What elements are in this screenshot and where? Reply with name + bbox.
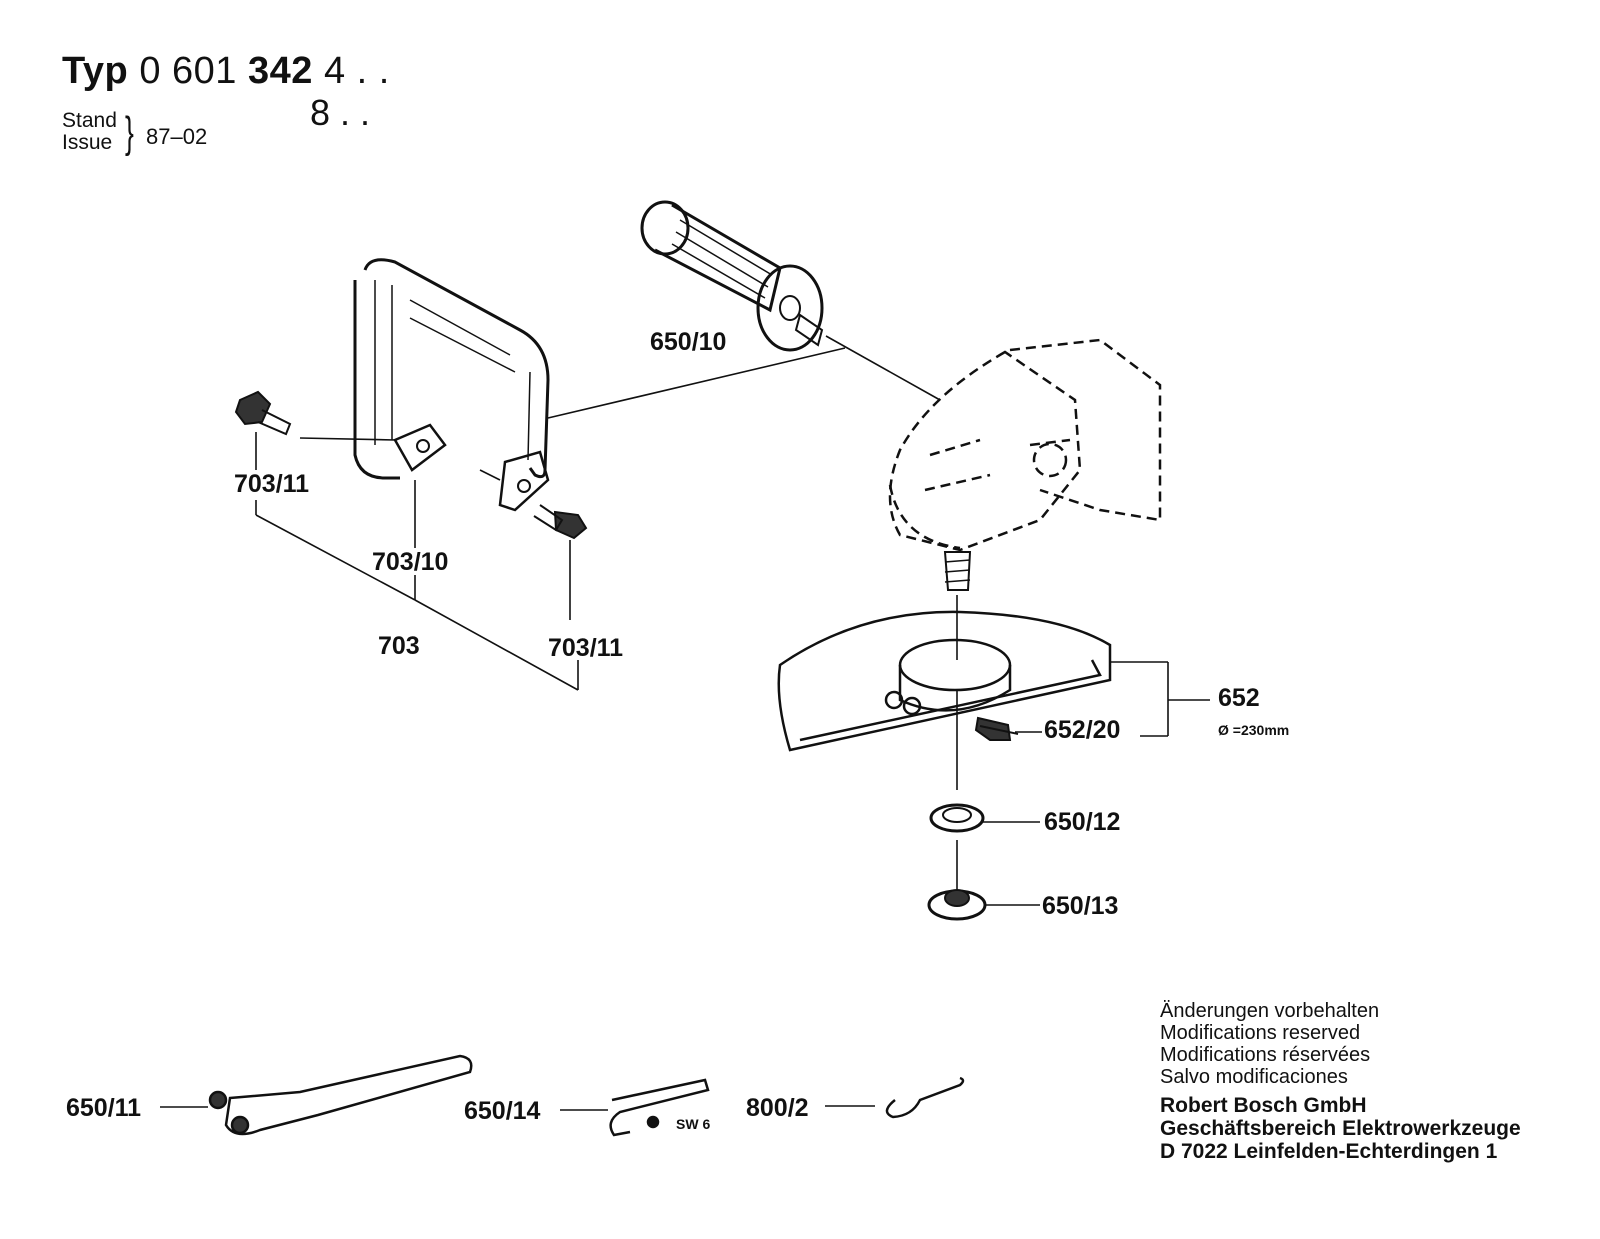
part-label-703-11-left: 703/11: [234, 470, 310, 498]
stand-issue-labels: Stand Issue: [62, 110, 117, 154]
group-703-leader-lines: [255, 480, 579, 691]
grinder-spindle-drawing: [943, 551, 972, 660]
company-division: Geschäftsbereich Elektrowerkzeuge: [1160, 1117, 1521, 1140]
typ-variant-1: 4 . .: [323, 50, 390, 92]
notice-line-de: Änderungen vorbehalten: [1160, 1000, 1380, 1022]
type-heading: Typ 0 601 342 4 . .: [62, 50, 390, 93]
company-address: Robert Bosch GmbH Geschäftsbereich Elekt…: [1160, 1094, 1521, 1163]
company-name: Robert Bosch GmbH: [1160, 1094, 1367, 1117]
notice-line-es: Salvo modificaciones: [1160, 1066, 1348, 1088]
part-label-703-11-right: 703/11: [548, 634, 624, 662]
part-label-650-11: 650/11: [66, 1094, 142, 1122]
part-label-703-10: 703/10: [372, 548, 449, 576]
part-label-650-12: 650/12: [1044, 808, 1121, 836]
part-label-652: 652: [1218, 684, 1260, 712]
modification-notice: Änderungen vorbehalten Modifications res…: [1160, 1000, 1379, 1088]
auxiliary-handle-drawing: [640, 200, 941, 401]
pin-spanner-drawing: [160, 1054, 473, 1136]
inner-flange-drawing: [929, 803, 1040, 890]
notice-line-en: Modifications reserved: [1160, 1022, 1361, 1044]
leader-652: [1015, 661, 1210, 737]
brace-glyph: }: [124, 108, 134, 157]
typ-number-main: 342: [247, 50, 313, 92]
hex-key-drawing: [560, 1078, 710, 1137]
clamping-nut-drawing: [927, 889, 1040, 921]
part-label-800-2: 800/2: [746, 1094, 809, 1122]
guard-diameter-note: Ø =230mm: [1218, 722, 1290, 738]
part-label-650-10: 650/10: [650, 328, 727, 356]
typ-label: Typ: [62, 50, 129, 92]
stand-label: Stand: [62, 109, 117, 132]
grinder-body-drawing: [888, 338, 1162, 552]
issue-label: Issue: [62, 131, 113, 154]
company-location: D 7022 Leinfelden-Echterdingen 1: [1160, 1140, 1498, 1163]
hex-key-size-note: SW 6: [676, 1116, 711, 1132]
typ-number-prefix: 0 601: [139, 50, 237, 92]
guard-screw-drawing: [974, 716, 1019, 741]
bolt-left-drawing: [234, 390, 292, 470]
bow-handle-drawing: [299, 258, 846, 512]
bolt-right-drawing: [479, 469, 588, 620]
wheel-guard-drawing: [777, 610, 1112, 790]
issue-date: 87–02: [146, 124, 208, 149]
typ-variant-2: 8 . .: [310, 92, 371, 133]
part-label-703: 703: [378, 632, 420, 660]
part-label-650-13: 650/13: [1042, 892, 1119, 920]
retaining-clip-drawing: [825, 1076, 965, 1119]
part-label-652-20: 652/20: [1044, 716, 1121, 744]
notice-line-fr: Modifications réservées: [1160, 1044, 1371, 1066]
part-label-650-14: 650/14: [464, 1097, 541, 1125]
